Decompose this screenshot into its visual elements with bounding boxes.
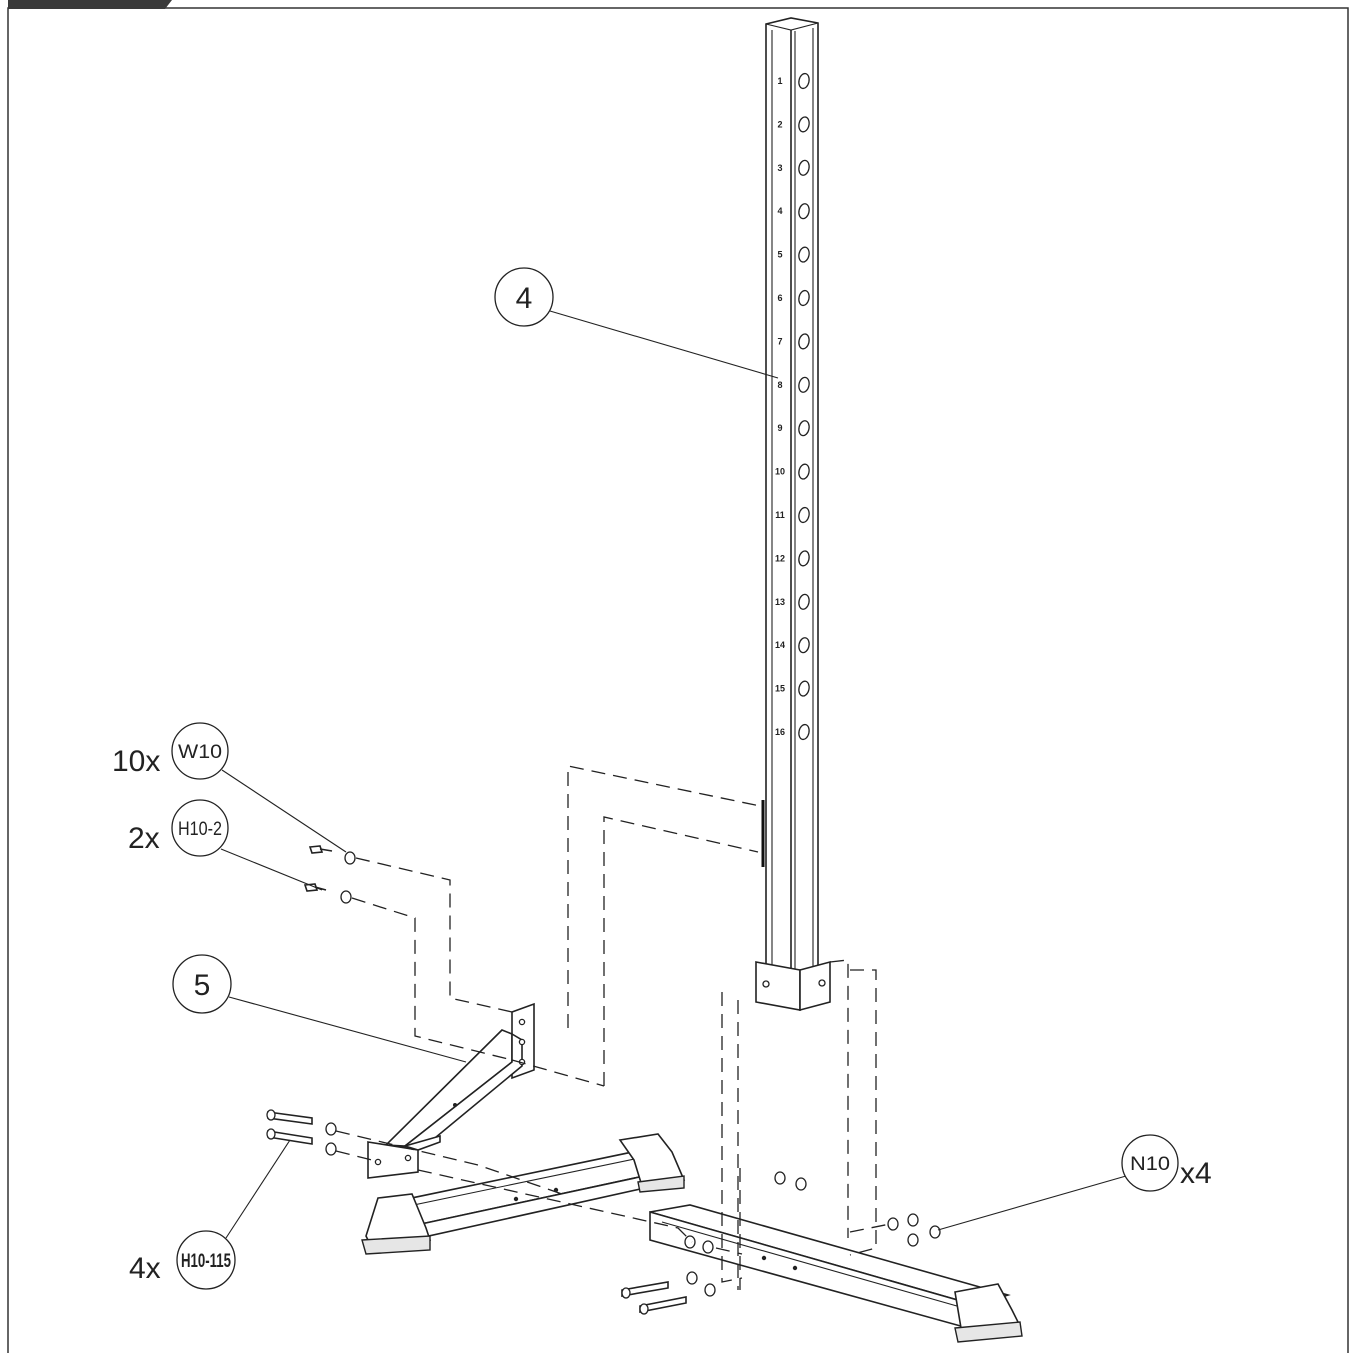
upright-hole [798,333,810,350]
hole-number: 16 [775,727,785,737]
hole-number: 15 [775,684,785,694]
callout-h10-115: 4x H10-115 [129,1230,236,1290]
callout-part-4: 4 [494,267,554,327]
upright-hole [798,420,810,437]
hardware-bolts-right [621,1171,941,1315]
hole-number: 10 [775,467,785,477]
callout-5-label: 5 [194,969,211,1002]
upright-hole [798,72,810,90]
upright-hole [798,550,810,567]
w10-qty: 10x [112,745,160,778]
upright-hole [798,506,810,524]
callout-w10: 10x W10 [112,722,229,780]
upright-hole [798,376,810,393]
hole-number: 1 [777,76,782,86]
hole-number: 13 [775,597,785,607]
hole-number: 2 [777,119,782,129]
hole-number: 7 [777,336,782,346]
hardware-bolts-left [266,845,356,1156]
upright-hole [798,159,810,176]
hole-number: 5 [777,250,782,260]
h10-2-code: H10-2 [178,819,222,840]
callout-h10-2: 2x H10-2 [128,799,229,857]
page-frame [7,0,1349,1353]
upright-hole [798,116,810,133]
upright-hole [798,246,810,263]
hole-number: 14 [775,640,785,650]
hole-number: 9 [777,423,782,433]
h10-115-code: H10-115 [181,1251,231,1272]
callout-4-label: 4 [516,282,533,315]
n10-qty: x4 [1180,1157,1212,1190]
hole-number: 6 [777,293,782,303]
h10-115-qty: 4x [129,1252,161,1285]
hole-number: 8 [777,380,782,390]
upright-hole [798,680,810,697]
upright-hole [798,203,810,220]
upright-hole [798,593,810,610]
upright-hole [798,289,810,307]
assembly-dashed-paths [335,765,891,1290]
upright-part-4 [755,17,831,1012]
upright-hole [798,723,810,741]
callout-n10: N10 x4 [1121,1134,1212,1192]
h10-2-qty: 2x [128,822,160,855]
hole-number: 4 [777,206,782,216]
callout-part-5: 5 [172,954,232,1014]
hole-number: 3 [777,163,782,173]
hole-number: 12 [775,553,785,563]
n10-code: N10 [1130,1154,1170,1175]
upright-hole [798,637,810,654]
w10-code: W10 [178,742,222,763]
leader-lines [220,310,1127,1239]
upright-hole [798,463,810,480]
right-base-beam [649,1204,1023,1343]
left-base-beam [361,1133,686,1255]
support-arm-part-5 [367,1002,535,1179]
hole-number: 11 [775,510,785,520]
